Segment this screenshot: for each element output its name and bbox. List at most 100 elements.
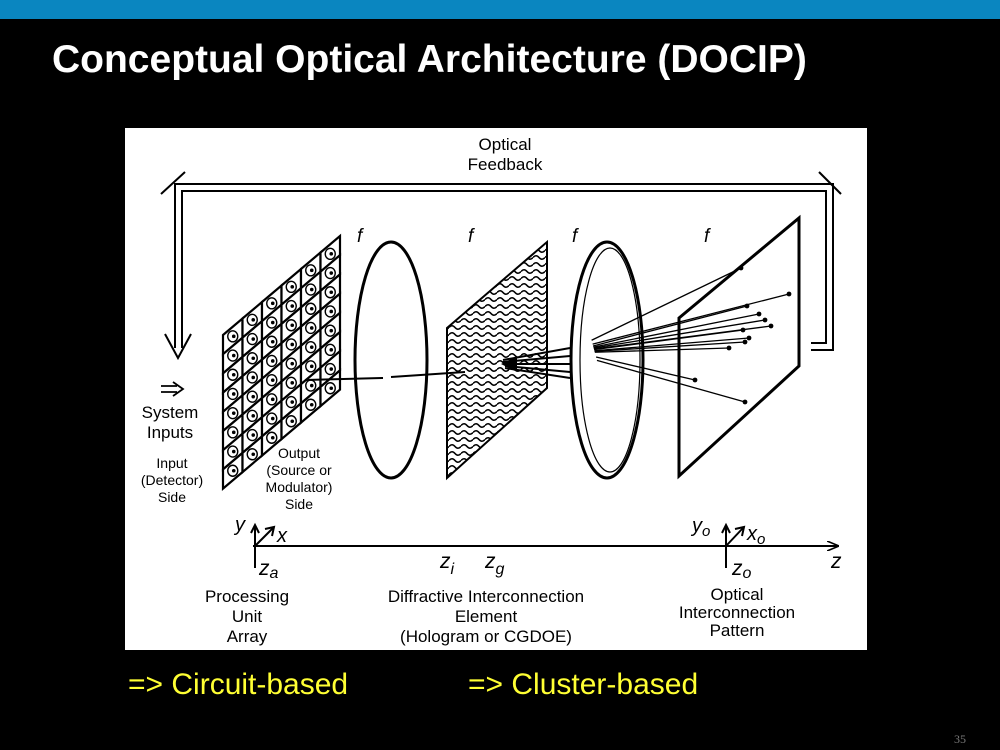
processing-unit-element	[246, 371, 258, 384]
focal-label-2: f	[468, 226, 475, 247]
processing-unit-element	[246, 352, 258, 365]
cluster-based-note: => Cluster-based	[468, 668, 699, 701]
interconnection-point	[738, 265, 744, 271]
processing-unit-dot	[329, 252, 334, 256]
processing-label-2: Unit	[232, 607, 263, 626]
processing-unit-element	[246, 409, 258, 423]
interconnection-point	[726, 345, 732, 351]
interconnection-ray	[594, 347, 730, 353]
processing-unit-dot	[290, 304, 295, 308]
processing-unit-element	[266, 393, 278, 406]
processing-unit-element	[285, 299, 297, 313]
processing-unit-element	[324, 286, 336, 299]
fan-out-rays	[591, 265, 792, 405]
processing-unit-dot	[270, 359, 275, 363]
system-input-arrow	[161, 381, 185, 397]
z-axis-label: z	[830, 550, 842, 573]
processing-unit-element	[324, 324, 336, 337]
processing-unit-element	[227, 406, 239, 420]
processing-label-1: Processing	[205, 587, 289, 606]
interconnection-ray	[594, 337, 750, 352]
diagram-svg: Optical Feedback f f f f	[141, 135, 842, 646]
processing-unit-element	[246, 448, 258, 461]
processing-unit-dot	[270, 416, 275, 421]
lens-2	[569, 240, 645, 480]
interconnection-point	[742, 339, 748, 345]
processing-unit-element	[266, 335, 278, 348]
processing-unit-dot	[309, 364, 314, 369]
interconnection-point	[740, 327, 746, 333]
processing-unit-dot	[290, 419, 295, 424]
processing-unit-element	[266, 412, 278, 425]
input-side-label-1: Input	[156, 455, 187, 471]
processing-unit-dot	[231, 353, 236, 358]
interconnection-ray	[594, 341, 746, 352]
right-axis-y: yo	[690, 515, 710, 540]
output-pattern-plane	[677, 214, 801, 480]
processing-unit-dot	[309, 306, 314, 311]
interconnection-point	[742, 399, 748, 405]
lens-1	[353, 240, 429, 480]
system-inputs-label-2: Inputs	[147, 423, 193, 442]
processing-unit-element	[305, 340, 317, 354]
processing-unit-element	[285, 319, 297, 332]
focal-label-3: f	[572, 226, 579, 247]
processing-unit-dot	[309, 345, 314, 349]
beam-focus	[501, 356, 517, 372]
circuit-based-note: => Circuit-based	[128, 668, 349, 701]
lens-2-inner	[579, 247, 641, 473]
optical-feedback-loop	[160, 171, 842, 361]
interconnection-point	[768, 323, 774, 329]
processing-unit-element	[227, 387, 239, 401]
processing-unit-dot	[290, 323, 295, 328]
processing-unit-element	[266, 431, 278, 444]
processing-unit-dot	[231, 334, 236, 339]
processing-unit-dot	[309, 326, 314, 330]
right-axis-x: xo	[746, 523, 765, 548]
processing-unit-element	[324, 382, 336, 395]
left-axis-y: y	[233, 514, 246, 536]
processing-unit-element	[246, 428, 258, 442]
processing-unit-element	[227, 330, 239, 343]
interconnection-ray	[593, 329, 744, 351]
docip-diagram: Optical Feedback f f f f	[125, 128, 867, 650]
processing-unit-element	[285, 395, 297, 409]
z-g-label: zg	[484, 550, 505, 578]
input-side-label-2: (Detector)	[141, 472, 203, 488]
processing-unit-array	[221, 233, 342, 491]
diffractive-label-2: Element	[455, 607, 518, 626]
processing-unit-dot	[329, 386, 334, 391]
processing-unit-dot	[290, 361, 295, 366]
interconnection-ray	[596, 359, 746, 403]
processing-unit-element	[324, 343, 336, 357]
processing-unit-element	[227, 464, 239, 477]
processing-unit-dot	[251, 433, 256, 437]
processing-unit-dot	[290, 381, 295, 385]
processing-unit-element	[305, 264, 317, 277]
processing-unit-dot	[329, 348, 334, 352]
feedback-label-1: Optical	[479, 135, 532, 154]
processing-unit-dot	[251, 375, 256, 380]
processing-unit-element	[305, 398, 317, 411]
interconnection-point	[746, 335, 752, 341]
interconnection-ray	[591, 267, 742, 341]
interconnection-ray	[593, 319, 766, 349]
processing-unit-element	[285, 376, 297, 390]
feedback-label-2: Feedback	[468, 155, 543, 174]
interconnection-point	[786, 291, 792, 297]
processing-unit-dot	[270, 301, 275, 306]
processing-unit-dot	[270, 339, 275, 344]
focal-label-4: f	[704, 226, 711, 247]
processing-unit-dot	[309, 268, 314, 273]
processing-unit-element	[227, 445, 239, 458]
processing-unit-dot	[270, 378, 275, 382]
processing-unit-dot	[231, 468, 236, 473]
processing-unit-element	[227, 368, 239, 381]
processing-unit-element	[227, 426, 239, 439]
pattern-label-3: Pattern	[710, 621, 765, 640]
processing-unit-element	[227, 349, 239, 362]
processing-unit-dot	[329, 328, 334, 333]
processing-unit-element	[266, 316, 278, 329]
pattern-label-2: Interconnection	[679, 603, 795, 622]
processing-unit-element	[305, 321, 317, 335]
